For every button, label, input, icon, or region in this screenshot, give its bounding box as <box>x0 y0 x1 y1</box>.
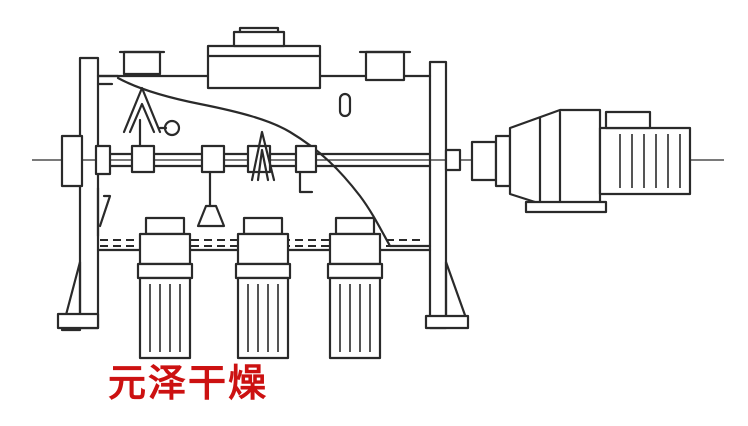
agitator-blades <box>122 86 318 228</box>
feed-port-right <box>358 50 412 82</box>
cutter-motor-1 <box>136 216 194 360</box>
drive-coupling <box>444 134 512 188</box>
top-cover <box>206 26 322 90</box>
brand-caption: 元泽干燥 <box>108 361 269 405</box>
feed-port-left <box>118 50 166 76</box>
cutter-motor-2 <box>234 216 292 360</box>
left-bearing <box>60 134 112 188</box>
sight-glass <box>338 92 352 118</box>
right-support-frame <box>424 60 470 330</box>
left-support-frame <box>56 56 112 332</box>
gear-reducer <box>508 108 608 214</box>
cutter-motor-3 <box>326 216 384 360</box>
drive-motor <box>598 110 692 196</box>
